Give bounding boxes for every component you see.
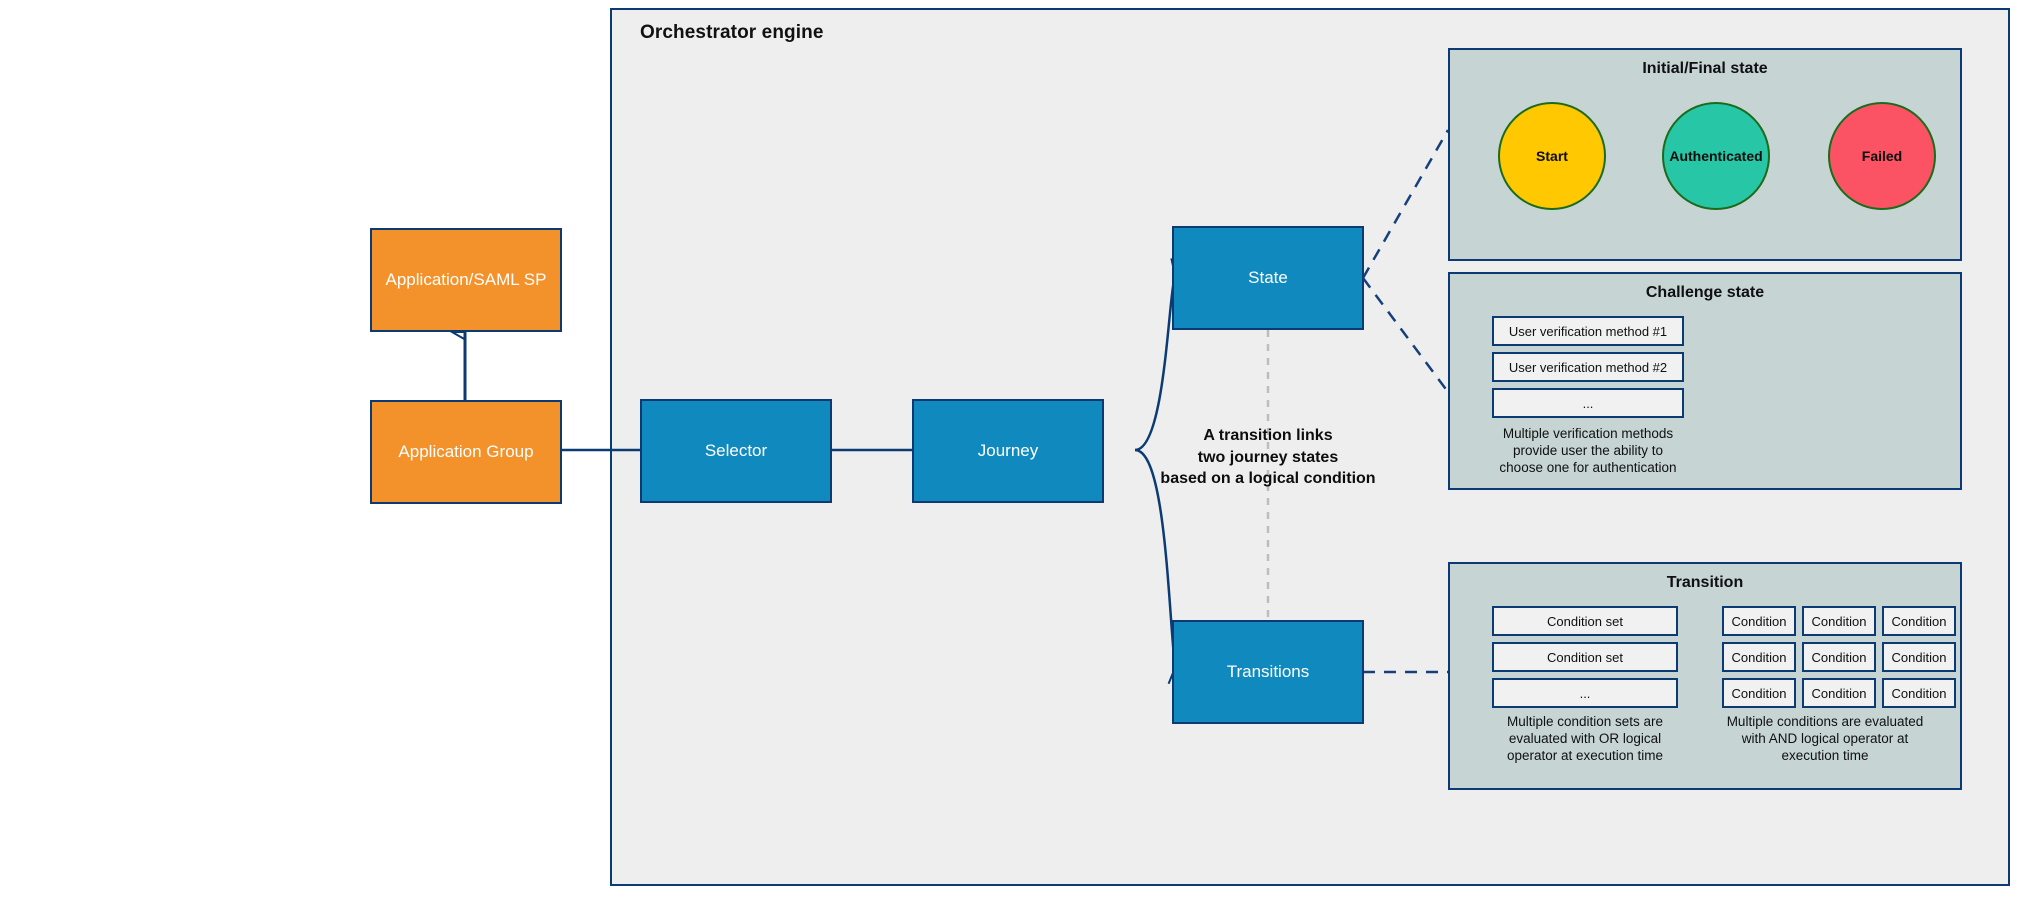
entity-application-group[interactable]: Application Group <box>370 400 562 504</box>
panel-transition-title: Transition <box>1666 574 1744 591</box>
entity-application-group-label: Application Group <box>398 441 534 461</box>
transition-note-left: Multiple condition sets are evaluated wi… <box>1506 714 1664 763</box>
state-circle-authenticated-label: Authenticated <box>1669 148 1763 164</box>
verification-method-chip[interactable]: ... <box>1492 388 1684 418</box>
entity-transitions[interactable]: Transitions <box>1172 620 1364 724</box>
challenge-state-note: Multiple verification methods provide us… <box>1499 426 1677 475</box>
verification-method-chip[interactable]: User verification method #1 <box>1492 316 1684 346</box>
entity-transitions-label: Transitions <box>1226 661 1310 681</box>
state-circle-authenticated[interactable]: Authenticated <box>1662 102 1770 210</box>
transition-annotation: A transition links two journey states ba… <box>1160 427 1376 488</box>
entity-journey[interactable]: Journey <box>912 399 1104 503</box>
orchestrator-engine-title: Orchestrator engine <box>640 22 824 43</box>
condition-chip[interactable]: Condition <box>1802 606 1876 636</box>
condition-chip[interactable]: Condition <box>1882 606 1956 636</box>
transition-note-right: Multiple conditions are evaluated with A… <box>1726 714 1924 763</box>
entity-selector-label: Selector <box>704 440 768 460</box>
condition-chip[interactable]: Condition <box>1802 642 1876 672</box>
condition-set-chip[interactable]: Condition set <box>1492 606 1678 636</box>
condition-grid-row: Condition Condition Condition <box>1722 606 1956 636</box>
condition-chip[interactable]: Condition <box>1722 642 1796 672</box>
condition-set-chip[interactable]: Condition set <box>1492 642 1678 672</box>
condition-set-chip[interactable]: ... <box>1492 678 1678 708</box>
panel-initial-final-state-title: Initial/Final state <box>1642 60 1768 77</box>
condition-grid-row: Condition Condition Condition <box>1722 642 1956 672</box>
state-circle-failed-label: Failed <box>1861 148 1903 164</box>
entity-application-saml-sp-label: Application/SAML SP <box>385 269 547 289</box>
entity-application-saml-sp[interactable]: Application/SAML SP <box>370 228 562 332</box>
state-circle-start[interactable]: Start <box>1498 102 1606 210</box>
entity-journey-label: Journey <box>977 440 1039 460</box>
entity-state[interactable]: State <box>1172 226 1364 330</box>
condition-chip[interactable]: Condition <box>1882 678 1956 708</box>
condition-chip[interactable]: Condition <box>1722 606 1796 636</box>
panel-challenge-state: Challenge state User verification method… <box>1448 272 1962 490</box>
state-circle-failed[interactable]: Failed <box>1828 102 1936 210</box>
state-circle-start-label: Start <box>1536 148 1568 164</box>
condition-chip[interactable]: Condition <box>1802 678 1876 708</box>
panel-transition: Transition Condition set Condition set .… <box>1448 562 1962 790</box>
condition-grid-row: Condition Condition Condition <box>1722 678 1956 708</box>
panel-initial-final-state: Initial/Final state Start Authenticated … <box>1448 48 1962 261</box>
verification-method-chip[interactable]: User verification method #2 <box>1492 352 1684 382</box>
condition-chip[interactable]: Condition <box>1722 678 1796 708</box>
entity-selector[interactable]: Selector <box>640 399 832 503</box>
condition-chip[interactable]: Condition <box>1882 642 1956 672</box>
panel-challenge-state-title: Challenge state <box>1645 284 1765 301</box>
entity-state-label: State <box>1248 267 1288 287</box>
